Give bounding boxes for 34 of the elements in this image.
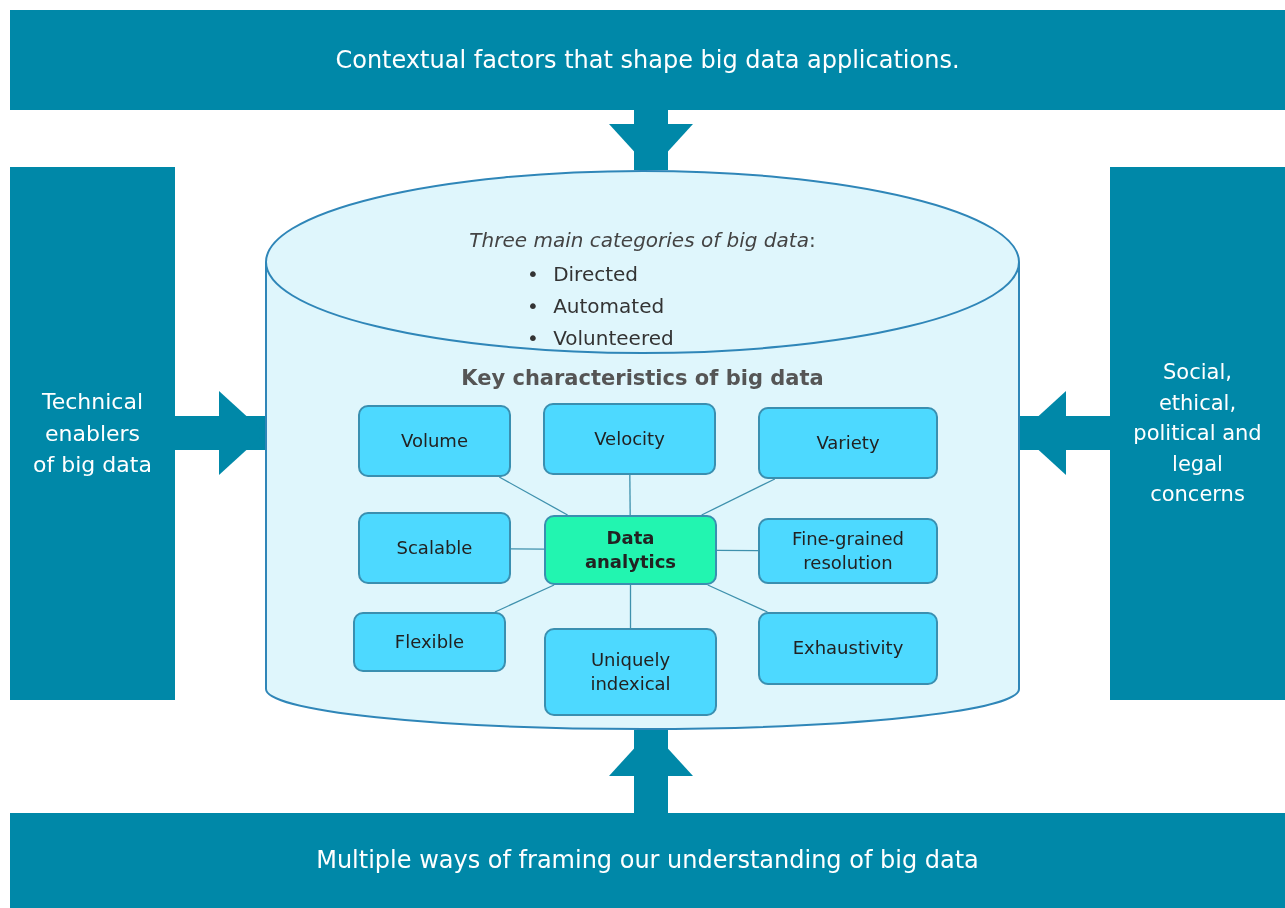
connector-line [629,584,632,629]
characteristic-box: Flexible [353,612,506,672]
banner [10,813,1285,908]
connector-line [707,584,769,613]
panel-text: Technical enablers of big data [32,387,153,480]
panel-text: Contextual factors that shape big data applications. [335,44,960,76]
characteristic-box: Scalable [358,512,511,584]
side-panel [10,167,175,700]
bullet-item: • Automated [527,294,665,318]
section-heading: Key characteristics of big data [460,366,825,390]
characteristic-box: Uniquely indexical [544,628,717,716]
characteristic-box: Volume [358,405,511,477]
connector-line [494,584,555,613]
characteristic-box: Velocity [543,403,716,475]
panel-text: Multiple ways of framing our understanding of big data [316,845,979,877]
connector-line [498,476,569,516]
characteristic-box: Variety [758,407,938,479]
connector-line [510,548,545,550]
bullet-item: • Volunteered [527,326,674,350]
central-box: Data analytics [544,515,717,585]
block-arrow [609,110,693,170]
connector-line [701,478,776,516]
block-arrow [1020,391,1110,475]
banner [10,10,1285,110]
side-panel [1110,167,1285,700]
connector-line [716,549,759,552]
list-heading: Three main categories of big data: [468,228,817,252]
characteristic-box: Exhaustivity [758,612,938,685]
bullet-item: • Directed [527,262,639,286]
panel-text: Social, ethical, political and legal concerns [1132,359,1263,509]
block-arrow [175,391,265,475]
block-arrow [609,730,693,813]
characteristic-box: Fine-grained resolution [758,518,938,584]
connector-line [629,474,631,516]
